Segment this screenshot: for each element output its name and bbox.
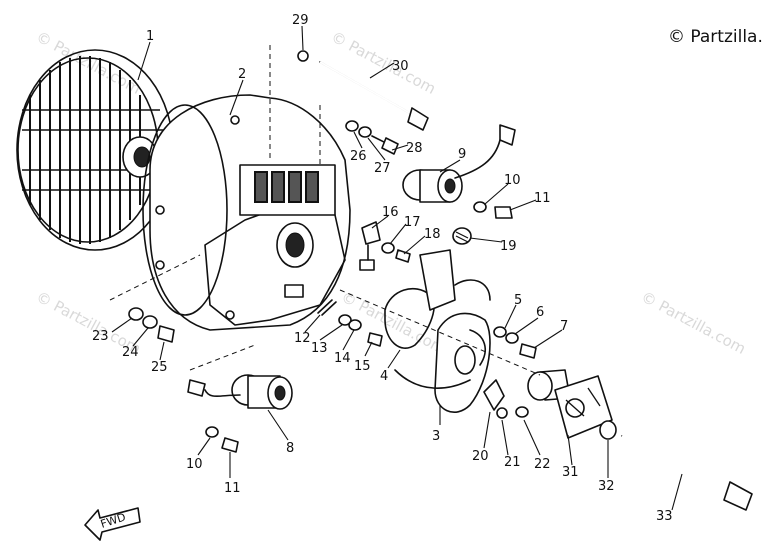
ignition-coil-lower (187, 374, 293, 453)
copyright-text: © Partzilla. (668, 27, 763, 47)
assembly-guides (109, 45, 541, 389)
callout-13: 13 (311, 341, 328, 356)
callout-19: 19 (500, 239, 517, 254)
leader-lines (111, 25, 683, 511)
callout-16: 16 (382, 205, 399, 220)
watermark: © Partzilla.com (328, 28, 439, 98)
callout-32: 32 (598, 479, 615, 494)
callout-20: 20 (472, 449, 489, 464)
callout-10-lower: 10 (186, 457, 203, 472)
callout-11-lower: 11 (224, 481, 241, 496)
callout-30: 30 (392, 59, 409, 74)
callout-28: 28 (406, 141, 423, 156)
callout-25: 25 (151, 360, 168, 375)
contact-points (483, 379, 529, 419)
long-bolt (297, 50, 429, 131)
callout-11-upper: 11 (534, 191, 551, 206)
callout-15: 15 (354, 359, 371, 374)
callout-17: 17 (404, 215, 421, 230)
callout-18: 18 (424, 227, 441, 242)
callout-1: 1 (146, 29, 154, 44)
callout-27: 27 (374, 161, 391, 176)
callout-7: 7 (560, 319, 568, 334)
callout-23: 23 (92, 329, 109, 344)
stator-housing (142, 94, 351, 331)
washer-screw-left (128, 307, 175, 343)
callout-31: 31 (562, 465, 579, 480)
callout-5: 5 (514, 293, 522, 308)
callout-labels: 1 2 3 4 5 6 7 8 9 10 10 11 11 12 13 14 1… (92, 13, 673, 524)
advancer-unit (527, 369, 613, 439)
washer-screw-set (345, 120, 399, 155)
callout-6: 6 (536, 305, 544, 320)
flywheel-rotor (16, 49, 174, 251)
washer-screw-right (493, 326, 537, 359)
callout-3: 3 (432, 429, 440, 444)
forward-arrow: FWD (84, 507, 141, 541)
callout-8: 8 (286, 441, 294, 456)
callout-29: 29 (292, 13, 309, 28)
small-hardware-center (317, 299, 383, 347)
watermark: © Partzilla.com (638, 288, 749, 358)
callout-10-upper: 10 (504, 173, 521, 188)
callout-24: 24 (122, 345, 139, 360)
callout-21: 21 (504, 455, 521, 470)
callout-9: 9 (458, 147, 466, 162)
callout-33: 33 (656, 509, 673, 524)
washer-and-bolt (599, 420, 753, 511)
ignition-coil-upper (402, 124, 516, 219)
callout-2: 2 (238, 67, 246, 82)
callout-26: 26 (350, 149, 367, 164)
callout-12: 12 (294, 331, 311, 346)
brush-holder-parts (359, 221, 472, 271)
callout-4: 4 (380, 369, 388, 384)
callout-14: 14 (334, 351, 351, 366)
callout-22: 22 (534, 457, 551, 472)
